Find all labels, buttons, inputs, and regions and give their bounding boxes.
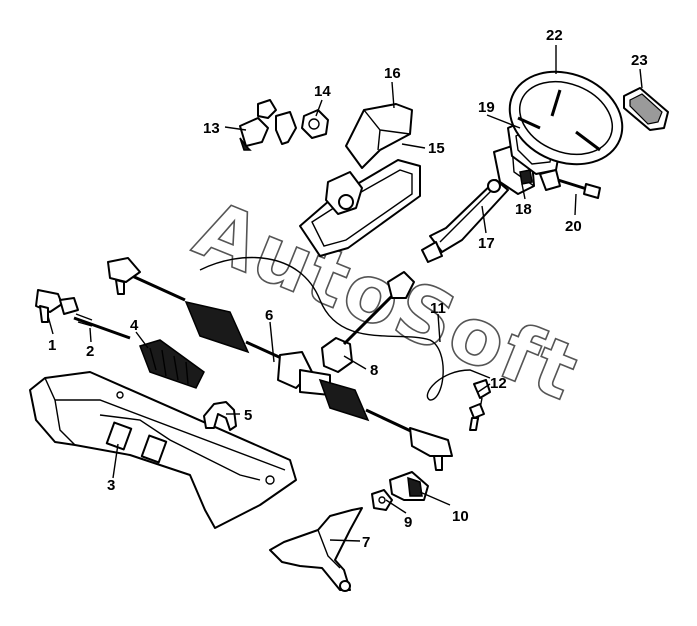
callout-14: 14 [314, 83, 331, 100]
callout-3: 3 [107, 477, 115, 494]
stalk-switch-part [539, 169, 601, 199]
callout-labels: 1 2 3 4 5 6 7 8 9 10 11 12 13 14 15 16 1… [48, 27, 648, 551]
callout-5: 5 [244, 407, 252, 424]
tie-rod-end-left-part [35, 289, 79, 323]
lock-cylinder-part [301, 109, 329, 139]
callout-13: 13 [203, 120, 220, 137]
callout-16: 16 [384, 65, 401, 82]
steering-rack-part [107, 257, 453, 471]
sensor-connector-part [469, 379, 491, 431]
ignition-switch-part [239, 99, 297, 151]
rack-clamp-part [203, 401, 237, 431]
leader-lines [47, 45, 643, 542]
callout-11: 11 [430, 300, 446, 317]
callout-19: 19 [478, 99, 495, 116]
callout-12: 12 [490, 375, 507, 392]
callout-1: 1 [48, 337, 56, 354]
callout-4: 4 [130, 317, 139, 334]
bushing-bracket-part [389, 471, 429, 501]
callout-23: 23 [631, 52, 648, 69]
bushing-part [371, 489, 393, 511]
callout-22: 22 [546, 27, 563, 44]
bellows-boot-part [139, 339, 205, 389]
callout-17: 17 [478, 235, 495, 252]
callout-8: 8 [370, 362, 378, 379]
steering-column-part [421, 179, 509, 263]
tie-rod-left-part [73, 313, 131, 340]
callout-10: 10 [452, 508, 469, 525]
intermediate-shaft-part [321, 271, 415, 373]
upper-shroud-part [345, 103, 413, 169]
callout-18: 18 [515, 201, 532, 218]
callout-2: 2 [86, 343, 94, 360]
cable-part [199, 256, 491, 401]
callout-7: 7 [362, 534, 370, 551]
control-arm-part [269, 507, 363, 592]
horn-pad-part [623, 87, 669, 131]
callout-15: 15 [428, 140, 445, 157]
lower-shroud-part [299, 159, 421, 257]
subframe-part [29, 371, 297, 529]
callout-20: 20 [565, 218, 582, 235]
steering-wheel-part [508, 70, 624, 166]
callout-9: 9 [404, 514, 412, 531]
callout-6: 6 [265, 307, 273, 324]
